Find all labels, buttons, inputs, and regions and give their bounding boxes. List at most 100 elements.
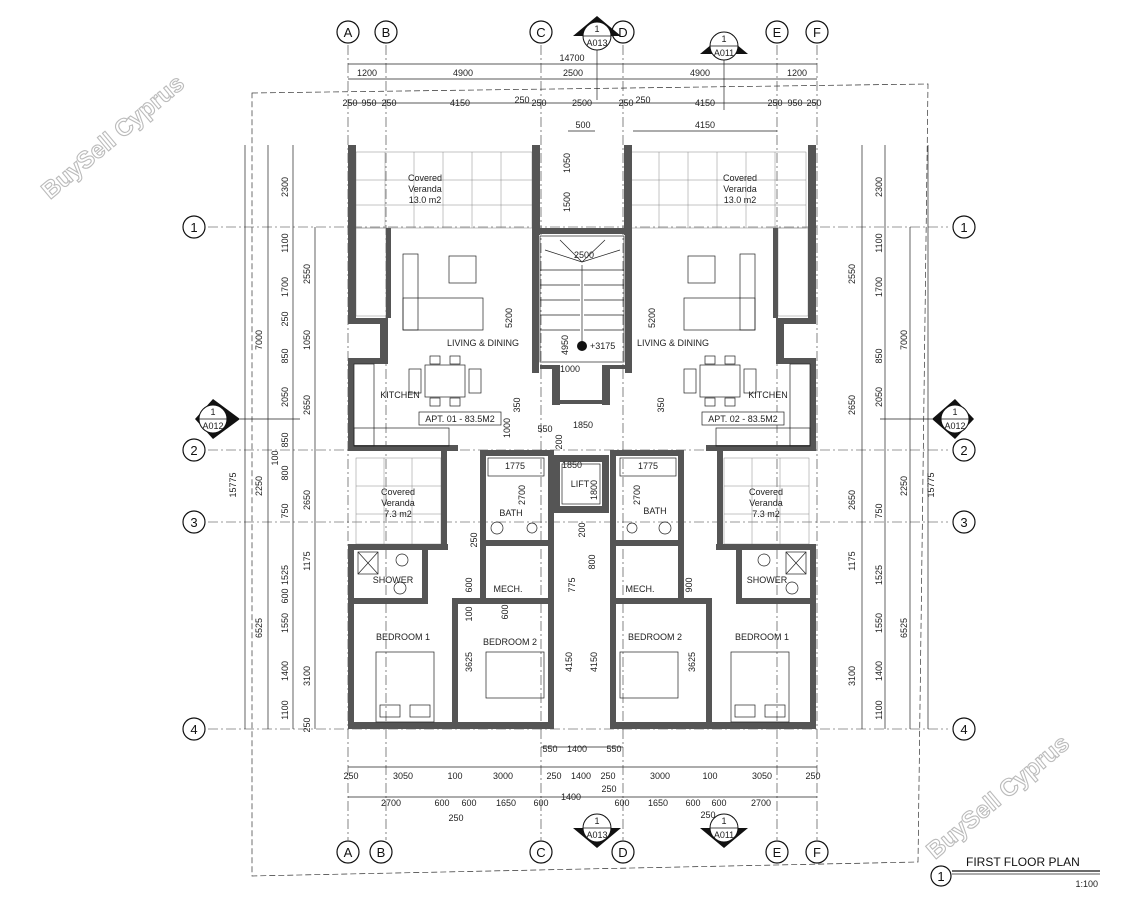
svg-text:4150: 4150 (695, 98, 715, 108)
watermark-bottom-right: BuySell Cyprus (922, 730, 1075, 865)
svg-text:1: 1 (721, 34, 726, 44)
svg-text:600: 600 (711, 798, 726, 808)
grid-label-d-bottom: D (618, 845, 627, 860)
svg-text:1500: 1500 (562, 192, 572, 212)
svg-text:1200: 1200 (357, 68, 377, 78)
svg-text:5200: 5200 (647, 308, 657, 328)
room-veranda-small-right-area: 7.3 m2 (752, 509, 780, 519)
dims-top: 14700 1200 4900 2500 4900 1200 250 950 2… (342, 53, 821, 130)
svg-text:A013: A013 (586, 830, 607, 840)
svg-text:600: 600 (533, 798, 548, 808)
room-veranda-2-area: 13.0 m2 (724, 195, 757, 205)
svg-text:3625: 3625 (687, 652, 697, 672)
sofa-right (739, 253, 756, 331)
room-veranda-1-line2: Veranda (408, 184, 442, 194)
svg-text:775: 775 (567, 577, 577, 592)
svg-text:250: 250 (601, 784, 616, 794)
svg-text:600: 600 (461, 798, 476, 808)
svg-text:950: 950 (787, 98, 802, 108)
svg-text:3000: 3000 (493, 771, 513, 781)
svg-text:250: 250 (806, 98, 821, 108)
svg-text:350: 350 (656, 397, 666, 412)
svg-text:1850: 1850 (573, 420, 593, 430)
svg-text:Covered: Covered (381, 487, 415, 497)
wc-left (490, 521, 504, 535)
svg-text:2050: 2050 (280, 387, 290, 407)
svg-text:1: 1 (594, 816, 599, 826)
svg-text:250: 250 (302, 717, 312, 732)
svg-text:7000: 7000 (899, 330, 909, 350)
room-shower-left: SHOWER (373, 575, 414, 585)
svg-text:1: 1 (952, 407, 957, 417)
coffee-table-left (448, 255, 477, 284)
svg-text:100: 100 (270, 450, 280, 465)
svg-text:600: 600 (614, 798, 629, 808)
svg-text:100: 100 (702, 771, 717, 781)
svg-text:2250: 2250 (254, 476, 264, 496)
staircase: +3175 (539, 235, 625, 363)
room-bath-left: BATH (499, 508, 522, 518)
svg-text:250: 250 (342, 98, 357, 108)
room-shower-right: SHOWER (747, 575, 788, 585)
room-mech-left: MECH. (494, 584, 523, 594)
room-kitchen-right: KITCHEN (748, 390, 788, 400)
svg-text:2650: 2650 (847, 395, 857, 415)
svg-text:600: 600 (280, 588, 290, 603)
bed-bedroom2-right (619, 651, 679, 699)
svg-text:Veranda: Veranda (749, 498, 783, 508)
svg-text:A012: A012 (944, 421, 965, 431)
grid-label-4-right: 4 (960, 722, 967, 737)
svg-text:15775: 15775 (228, 472, 238, 497)
bathtub-right (619, 457, 677, 477)
grid-label-c-top: C (536, 25, 545, 40)
svg-text:6525: 6525 (254, 618, 264, 638)
section-marker-top-right: 1 A011 (700, 31, 748, 110)
grid-label-f-top: F (813, 25, 821, 40)
dining-table-right (699, 364, 741, 398)
grid-label-c-bottom: C (536, 845, 545, 860)
svg-text:250: 250 (381, 98, 396, 108)
svg-text:2050: 2050 (874, 387, 884, 407)
lift-car (561, 463, 601, 505)
svg-text:250: 250 (600, 771, 615, 781)
svg-text:A013: A013 (586, 38, 607, 48)
svg-text:550: 550 (537, 424, 552, 434)
svg-text:850: 850 (280, 348, 290, 363)
room-veranda-2-line1: Covered (723, 173, 757, 183)
svg-text:1000: 1000 (502, 418, 512, 438)
room-veranda-small-left-area: 7.3 m2 (384, 509, 412, 519)
svg-text:2500: 2500 (574, 250, 594, 260)
room-veranda-1-line1: Covered (408, 173, 442, 183)
svg-text:2550: 2550 (847, 264, 857, 284)
svg-text:A011: A011 (714, 830, 734, 840)
svg-text:900: 900 (684, 577, 694, 592)
svg-text:250: 250 (805, 771, 820, 781)
svg-text:1400: 1400 (874, 661, 884, 681)
svg-text:750: 750 (280, 503, 290, 518)
svg-text:350: 350 (512, 397, 522, 412)
svg-text:3050: 3050 (752, 771, 772, 781)
room-bedroom2-left: BEDROOM 2 (483, 637, 537, 647)
svg-text:2250: 2250 (899, 476, 909, 496)
apt-02-label: APT. 02 - 83.5M2 (708, 414, 778, 424)
svg-text:250: 250 (635, 95, 650, 105)
title-number: 1 (937, 869, 944, 884)
svg-text:Covered: Covered (749, 487, 783, 497)
grid-bubbles-right: 1 2 3 4 (952, 215, 976, 741)
svg-text:250: 250 (546, 771, 561, 781)
basin-left (526, 522, 538, 534)
room-bath-right: BATH (643, 506, 666, 516)
svg-text:1800: 1800 (589, 480, 599, 500)
room-veranda-1-area: 13.0 m2 (409, 195, 442, 205)
title-scale: 1:100 (1075, 879, 1098, 889)
room-labels: Covered Veranda 13.0 m2 Covered Veranda … (373, 173, 789, 647)
grid-label-1-left: 1 (190, 220, 197, 235)
section-marker-side-right: 1 A012 (880, 399, 974, 439)
svg-text:2300: 2300 (280, 177, 290, 197)
furniture (353, 253, 811, 723)
room-mech-right: MECH. (626, 584, 655, 594)
svg-text:1850: 1850 (562, 460, 582, 470)
svg-text:550: 550 (542, 744, 557, 754)
svg-text:1000: 1000 (560, 364, 580, 374)
section-marker-bottom-right: 1 A011 (700, 813, 748, 848)
